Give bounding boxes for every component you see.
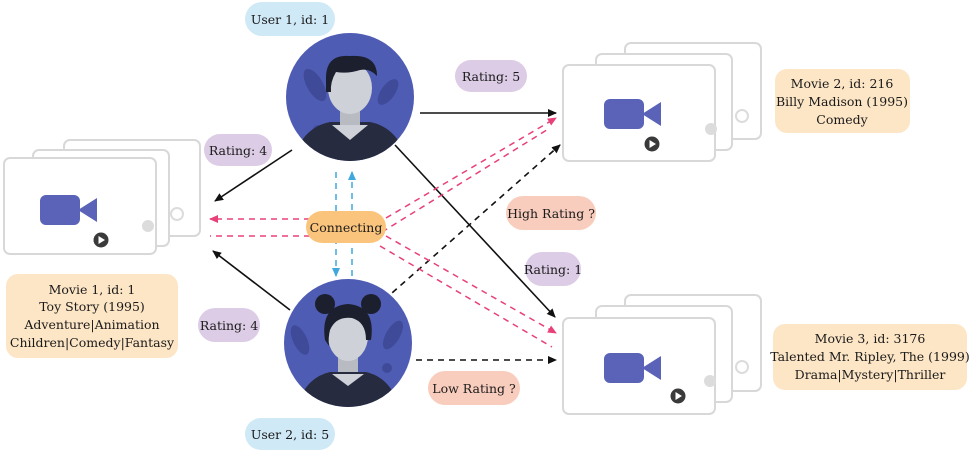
arrow-user1-to-movie1 (214, 149, 293, 202)
rating-badge-user1-movie3: Rating: 1 (524, 252, 582, 286)
rating-arrows (212, 109, 561, 364)
movie-3-card-stack (562, 294, 762, 415)
svg-text:Billy Madison (1995): Billy Madison (1995) (776, 94, 908, 109)
rating-badge-user2-movie1: Rating: 4 (198, 308, 260, 342)
svg-text:User 2, id: 5: User 2, id: 5 (251, 427, 329, 442)
video-camera-icon (604, 99, 661, 129)
svg-text:Movie 2, id: 216: Movie 2, id: 216 (791, 76, 894, 91)
svg-text:Children|Comedy|Fantasy: Children|Comedy|Fantasy (10, 335, 175, 350)
movie-2-info: Movie 2, id: 216 Billy Madison (1995) Co… (775, 69, 910, 133)
svg-text:Comedy: Comedy (816, 112, 868, 127)
svg-text:Adventure|Animation: Adventure|Animation (23, 317, 159, 332)
svg-text:Low Rating ?: Low Rating ? (432, 381, 516, 396)
svg-text:Talented Mr. Ripley, The (1999: Talented Mr. Ripley, The (1999) (770, 349, 969, 364)
arrow-user2-to-movie1 (212, 250, 291, 311)
movie-1-card-stack (3, 139, 201, 255)
connecting-arrows (209, 117, 557, 348)
connecting-badge: Connecting (306, 211, 386, 243)
svg-text:User 1, id: 1: User 1, id: 1 (251, 12, 329, 27)
svg-text:Rating: 1: Rating: 1 (524, 262, 582, 277)
svg-text:Rating: 5: Rating: 5 (462, 69, 520, 84)
rating-badge-user1-movie1: Rating: 4 (204, 134, 272, 166)
svg-text:Connecting: Connecting (310, 220, 383, 235)
prediction-badge-low: Low Rating ? (428, 371, 520, 405)
svg-text:Rating: 4: Rating: 4 (200, 318, 258, 333)
play-icon (93, 232, 109, 248)
play-icon (670, 388, 686, 404)
movie-1-info: Movie 1, id: 1 Toy Story (1995) Adventur… (6, 274, 178, 358)
video-camera-icon (604, 353, 661, 383)
play-icon (644, 136, 660, 152)
movie-3-info: Movie 3, id: 3176 Talented Mr. Ripley, T… (770, 324, 969, 390)
rating-badge-user1-movie2: Rating: 5 (455, 60, 527, 92)
svg-text:Drama|Mystery|Thriller: Drama|Mystery|Thriller (795, 367, 946, 382)
user-1-label: User 1, id: 1 (245, 2, 335, 36)
video-camera-icon (40, 195, 97, 225)
movie-2-card-stack (562, 42, 762, 162)
user-2-avatar (284, 279, 412, 407)
user-2-label: User 2, id: 5 (245, 418, 335, 450)
svg-text:Movie 3, id: 3176: Movie 3, id: 3176 (815, 331, 926, 346)
prediction-badge-high: High Rating ? (506, 196, 596, 230)
svg-text:Rating: 4: Rating: 4 (209, 143, 267, 158)
arrow-user1-to-movie3 (394, 144, 556, 318)
svg-text:Movie 1, id: 1: Movie 1, id: 1 (49, 282, 136, 297)
svg-text:Toy Story (1995): Toy Story (1995) (39, 299, 145, 314)
svg-text:High Rating ?: High Rating ? (507, 206, 595, 221)
